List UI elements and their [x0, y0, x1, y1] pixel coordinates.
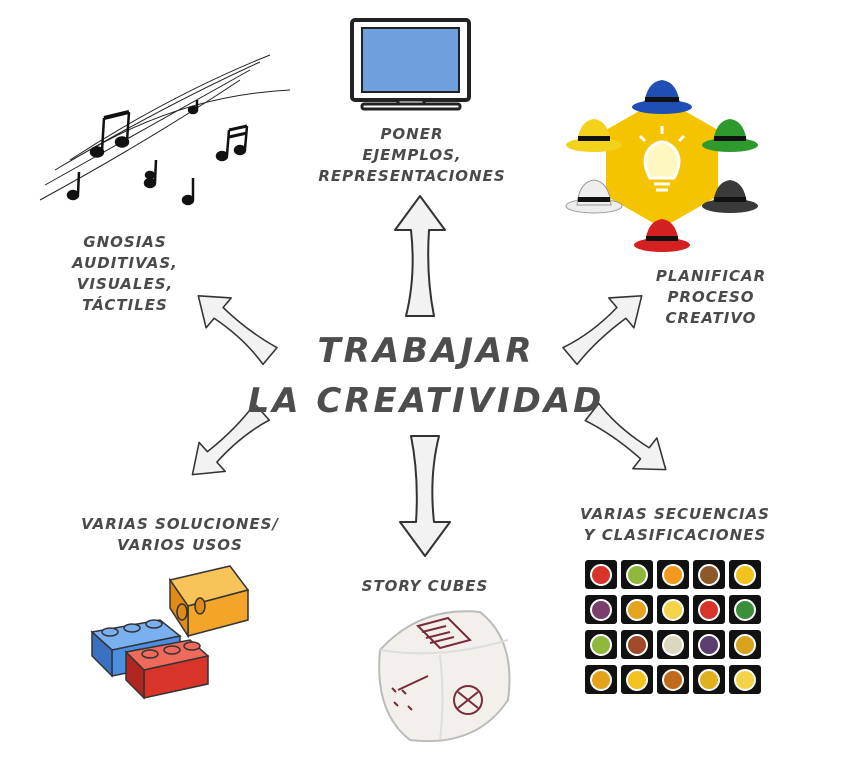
- fruit-card-tile: [729, 595, 761, 624]
- fruit-card-tile: [693, 630, 725, 659]
- fruit-card-tile: [621, 630, 653, 659]
- fruit-icon: [734, 668, 756, 691]
- fruit-icon: [626, 633, 648, 656]
- story-cube-dice-icon: [378, 610, 511, 743]
- fruit-card-tile: [657, 595, 689, 624]
- fruit-icon: [734, 633, 756, 656]
- fruit-icon: [662, 598, 684, 621]
- fruit-card-tile: [729, 560, 761, 589]
- label-secuencias-line1: VARIAS SECUENCIAS: [579, 505, 770, 523]
- label-gnosias-line2: AUDITIVAS,: [72, 254, 178, 272]
- fruit-icon: [590, 668, 612, 691]
- arrow-up: [394, 195, 446, 317]
- label-planificar-line2: PROCESO: [667, 288, 755, 306]
- label-secuencias: VARIAS SECUENCIAS Y CLASIFICACIONES: [560, 504, 790, 546]
- label-soluciones-line2: VARIOS USOS: [117, 536, 243, 554]
- label-secuencias-line2: Y CLASIFICACIONES: [583, 526, 767, 544]
- fruit-card-tile: [657, 665, 689, 694]
- center-title: TRABAJAR LA CREATIVIDAD: [236, 326, 616, 426]
- fruit-icon: [662, 668, 684, 691]
- fruit-card-tile: [657, 630, 689, 659]
- label-gnosias: GNOSIAS AUDITIVAS, VISUALES, TÁCTILES: [60, 232, 190, 316]
- label-planificar-line3: CREATIVO: [665, 309, 757, 327]
- music-notes-icon: [39, 54, 291, 206]
- fruit-card-tile: [585, 665, 617, 694]
- label-ejemplos: PONER EJEMPLOS, REPRESENTACIONES: [300, 124, 524, 187]
- label-gnosias-line3: VISUALES,: [76, 275, 174, 293]
- fruit-icon: [626, 668, 648, 691]
- fruit-card-tile: [621, 560, 653, 589]
- fruit-card-tile: [693, 665, 725, 694]
- fruit-icon: [590, 598, 612, 621]
- fruit-icon: [734, 563, 756, 586]
- fruit-card-tile: [585, 630, 617, 659]
- label-soluciones: VARIAS SOLUCIONES/ VARIOS USOS: [60, 514, 300, 556]
- fruit-icon: [734, 598, 756, 621]
- arrow-down: [399, 435, 451, 557]
- fruit-card-tile: [693, 560, 725, 589]
- fruit-cards-icon: [585, 560, 765, 698]
- fruit-icon: [662, 633, 684, 656]
- fruit-card-tile: [729, 665, 761, 694]
- fruit-card-tile: [621, 595, 653, 624]
- fruit-icon: [662, 563, 684, 586]
- label-story-line1: STORY CUBES: [361, 577, 489, 595]
- label-ejemplos-line2: EJEMPLOS,: [362, 146, 462, 164]
- fruit-card-tile: [693, 595, 725, 624]
- label-planificar: PLANIFICAR PROCESO CREATIVO: [636, 266, 786, 329]
- fruit-icon: [698, 668, 720, 691]
- label-ejemplos-line3: REPRESENTACIONES: [318, 167, 506, 185]
- fruit-icon: [698, 563, 720, 586]
- lego-bricks-icon: [90, 565, 250, 700]
- fruit-icon: [626, 563, 648, 586]
- fruit-card-tile: [729, 630, 761, 659]
- fruit-card-tile: [585, 595, 617, 624]
- six-thinking-hats-icon: [565, 80, 758, 252]
- label-planificar-line1: PLANIFICAR: [655, 267, 767, 285]
- fruit-icon: [698, 598, 720, 621]
- fruit-card-tile: [621, 665, 653, 694]
- label-soluciones-line1: VARIAS SOLUCIONES/: [81, 515, 279, 533]
- label-story: STORY CUBES: [350, 576, 500, 597]
- label-ejemplos-line1: PONER: [380, 125, 444, 143]
- fruit-icon: [590, 633, 612, 656]
- center-title-line1: TRABAJAR: [317, 331, 535, 371]
- fruit-card-tile: [585, 560, 617, 589]
- fruit-icon: [698, 633, 720, 656]
- fruit-icon: [626, 598, 648, 621]
- computer-monitor-icon: [350, 18, 471, 111]
- fruit-icon: [590, 563, 612, 586]
- label-gnosias-line4: TÁCTILES: [82, 296, 168, 314]
- center-title-line2: LA CREATIVIDAD: [247, 381, 605, 421]
- label-gnosias-line1: GNOSIAS: [83, 233, 167, 251]
- fruit-card-tile: [657, 560, 689, 589]
